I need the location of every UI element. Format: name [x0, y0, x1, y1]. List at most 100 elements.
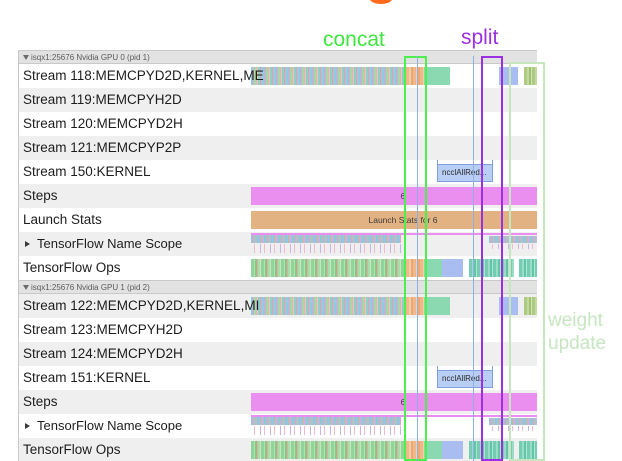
group-header[interactable]: isqx1:25676 Nvidia GPU 0 (pid 1): [19, 50, 537, 64]
timeline-track[interactable]: [251, 88, 537, 112]
timeline-row-label: TensorFlow Ops: [23, 256, 121, 280]
timeline-row[interactable]: TensorFlow Name Scope: [19, 232, 537, 256]
timeline-segment[interactable]: [251, 393, 537, 411]
timeline-row[interactable]: Stream 123:MEMCPYH2D: [19, 318, 537, 342]
timeline-row-label: Stream 118:MEMCPYD2D,KERNEL,ME: [23, 64, 264, 88]
timeline-segment[interactable]: [406, 441, 424, 459]
timeline-segment[interactable]: [524, 297, 537, 315]
timeline-row-label: Stream 120:MEMCPYD2H: [23, 112, 183, 136]
timeline-track[interactable]: ncclAllRed...: [251, 160, 537, 184]
timeline-row[interactable]: Stream 150:KERNEL ncclAllRed...: [19, 160, 537, 184]
timeline-track[interactable]: 6: [251, 184, 537, 208]
timeline-row-label: Stream 123:MEMCPYH2D: [23, 318, 183, 342]
timeline-track[interactable]: [251, 256, 537, 280]
expand-triangle-icon[interactable]: [25, 241, 30, 247]
timeline-segment[interactable]: [251, 426, 401, 435]
group-header-label: isqx1:25676 Nvidia GPU 1 (pid 2): [31, 283, 150, 292]
timeline-row-label: Stream 122:MEMCPYD2D,KERNEL,MI: [23, 294, 259, 318]
timeline-row-label-text: Steps: [23, 394, 58, 409]
timeline-segment[interactable]: [489, 244, 537, 249]
timeline-row[interactable]: Stream 124:MEMCPYD2H: [19, 342, 537, 366]
timeline-row-label-text: Stream 122:MEMCPYD2D,KERNEL,MI: [23, 298, 260, 313]
timeline-row[interactable]: Launch Stats Launch Stats for 6: [19, 208, 537, 232]
timeline-track[interactable]: Launch Stats for 6: [251, 208, 537, 232]
timeline-row-label: Steps: [23, 184, 58, 208]
timeline-segment[interactable]: [469, 259, 514, 277]
group-header[interactable]: isqx1:25676 Nvidia GPU 1 (pid 2): [19, 280, 537, 294]
timeline-row[interactable]: Steps 6: [19, 184, 537, 208]
timeline-row-label-text: Stream 121:MEMCPYP2P: [23, 140, 182, 155]
timeline-segment[interactable]: [489, 418, 537, 425]
timeline-segment[interactable]: [251, 244, 401, 253]
timeline-segment[interactable]: [251, 234, 401, 243]
timeline-segment[interactable]: [424, 259, 442, 277]
timeline-row-label-text: TensorFlow Ops: [23, 442, 121, 457]
steps-bar-label: 6: [400, 191, 406, 201]
timeline-segment[interactable]: [251, 416, 401, 425]
timeline-row[interactable]: Stream 118:MEMCPYD2D,KERNEL,ME: [19, 64, 537, 88]
timeline-row-label-text: Launch Stats: [23, 212, 102, 227]
timeline-segment[interactable]: [406, 67, 424, 85]
timeline-row-label-text: Stream 150:KERNEL: [23, 164, 151, 179]
timeline-row-label-text: Stream 119:MEMCPYH2D: [23, 92, 182, 107]
timeline-track[interactable]: [251, 112, 537, 136]
timeline-track[interactable]: [251, 342, 537, 366]
timeline-row[interactable]: TensorFlow Ops: [19, 438, 537, 461]
timeline-track[interactable]: ncclAllRed...: [251, 366, 537, 390]
timeline-segment[interactable]: [442, 441, 463, 459]
timeline-panel[interactable]: isqx1:25676 Nvidia GPU 0 (pid 1)Stream 1…: [18, 50, 537, 461]
timeline-segment[interactable]: [469, 441, 514, 459]
timeline-segment[interactable]: [251, 211, 537, 229]
timeline-segment[interactable]: [251, 415, 537, 417]
timeline-track[interactable]: [251, 64, 537, 88]
timeline-segment[interactable]: [424, 441, 442, 459]
timeline-row[interactable]: Stream 120:MEMCPYD2H: [19, 112, 537, 136]
timeline-row-label-text: Steps: [23, 188, 58, 203]
timeline-track[interactable]: 6: [251, 390, 537, 414]
timeline-row[interactable]: Stream 122:MEMCPYD2D,KERNEL,MI: [19, 294, 537, 318]
timeline-segment[interactable]: [524, 67, 537, 85]
timeline-segment[interactable]: [251, 297, 406, 315]
timeline-track[interactable]: [251, 318, 537, 342]
timeline-row-label: Stream 119:MEMCPYH2D: [23, 88, 182, 112]
nccl-allreduce-bar[interactable]: ncclAllRed...: [437, 164, 493, 182]
timeline-segment[interactable]: [489, 426, 537, 431]
caret-down-icon[interactable]: [23, 285, 29, 290]
timeline-row[interactable]: TensorFlow Name Scope: [19, 414, 537, 438]
nccl-allreduce-bar[interactable]: ncclAllRed...: [437, 370, 493, 388]
timeline-row[interactable]: Stream 119:MEMCPYH2D: [19, 88, 537, 112]
timeline-track[interactable]: [251, 294, 537, 318]
timeline-row-label: Stream 121:MEMCPYP2P: [23, 136, 181, 160]
expand-triangle-icon[interactable]: [25, 423, 30, 429]
timeline-row[interactable]: Stream 151:KERNEL ncclAllRed...: [19, 366, 537, 390]
timeline-segment[interactable]: [499, 297, 518, 315]
steps-bar-label: 6: [400, 397, 406, 407]
timeline-track[interactable]: [251, 232, 537, 256]
timeline-row-label-text: TensorFlow Name Scope: [37, 418, 183, 433]
annotation-weight-line1: weight: [548, 310, 603, 331]
timeline-segment[interactable]: [251, 187, 537, 205]
timeline-segment[interactable]: [519, 259, 537, 277]
timeline-segment[interactable]: [442, 259, 463, 277]
timeline-track[interactable]: [251, 414, 537, 438]
timeline-segment[interactable]: [424, 297, 450, 315]
timeline-row[interactable]: TensorFlow Ops: [19, 256, 537, 280]
timeline-segment[interactable]: [519, 441, 537, 459]
timeline-segment[interactable]: [489, 236, 537, 243]
timeline-row-label: Stream 151:KERNEL: [23, 366, 151, 390]
timeline-row-label-text: TensorFlow Ops: [23, 260, 121, 275]
timeline-segment[interactable]: [406, 297, 424, 315]
timeline-segment[interactable]: [499, 67, 518, 85]
timeline-row[interactable]: Stream 121:MEMCPYP2P: [19, 136, 537, 160]
timeline-segment[interactable]: [251, 233, 537, 235]
timeline-track[interactable]: [251, 438, 537, 461]
timeline-segment[interactable]: [251, 259, 406, 277]
timeline-segment[interactable]: [424, 67, 450, 85]
timeline-row[interactable]: Steps 6: [19, 390, 537, 414]
timeline-segment[interactable]: [251, 441, 406, 459]
timeline-segment[interactable]: [251, 67, 406, 85]
timeline-track[interactable]: [251, 136, 537, 160]
timeline-segment[interactable]: [406, 259, 424, 277]
caret-down-icon[interactable]: [23, 55, 29, 60]
